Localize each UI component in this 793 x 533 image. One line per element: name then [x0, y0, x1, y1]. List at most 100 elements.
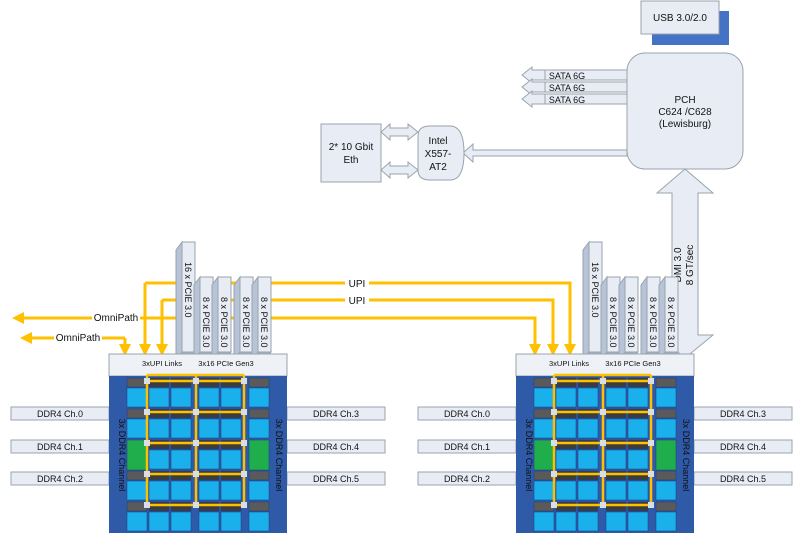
cache-slice: [577, 377, 599, 388]
cpu-core: [555, 511, 577, 532]
cpu-core: [220, 418, 242, 439]
cache-slice: [148, 501, 170, 512]
cpu-core: [126, 418, 148, 439]
cpu-core: [577, 418, 599, 439]
cpu-core: [605, 480, 627, 501]
cache-slice: [555, 439, 577, 450]
cache-slice: [555, 377, 577, 388]
sata-label: SATA 6G: [549, 71, 585, 81]
cache-slice: [655, 501, 677, 512]
upi-label-bg: [345, 294, 369, 305]
ddr-channel-label: DDR4 Ch.5: [720, 474, 766, 484]
mesh-stop: [648, 502, 654, 508]
cpu-core: [198, 511, 220, 532]
mesh-stop: [193, 471, 199, 477]
pch-title: PCH: [674, 95, 695, 106]
cache-slice: [170, 501, 192, 512]
cache-slice: [220, 470, 242, 481]
mesh-stop: [193, 502, 199, 508]
cache-slice: [220, 377, 242, 388]
nic-block: Intel X557- AT2: [417, 125, 465, 181]
pcie-slot-side: [175, 240, 183, 362]
ddr-side-label: 3x DDR4 Channel: [274, 419, 284, 492]
upi-label: UPI: [349, 279, 366, 290]
mesh-stop: [193, 440, 199, 446]
ddr-channel-label: DDR4 Ch.4: [313, 442, 359, 452]
mesh-stop: [144, 409, 150, 415]
cpu-core: [533, 418, 555, 439]
cpu-core: [148, 480, 170, 501]
cpu-core: [148, 511, 170, 532]
pcie-gen3-label: 3x16 PCIe Gen3: [198, 359, 253, 368]
mesh-stop: [600, 409, 606, 415]
mesh-stop: [144, 471, 150, 477]
cache-slice: [220, 408, 242, 419]
mesh-stop: [144, 440, 150, 446]
cache-slice: [627, 377, 649, 388]
cache-slice: [605, 439, 627, 450]
pcie-slot-label: 8 x PCIE 3.0: [626, 297, 636, 348]
cache-slice: [170, 408, 192, 419]
ddr-channel-label: DDR4 Ch.0: [444, 409, 490, 419]
cache-slice: [555, 501, 577, 512]
mesh-stop: [551, 409, 557, 415]
omnipath-label-bg: [54, 332, 102, 343]
pcie-slot-side: [640, 275, 648, 362]
pcie-slot: 8 x PCIE 3.0: [193, 275, 214, 362]
pcie-slot: 16 x PCIE 3.0: [175, 240, 196, 362]
mesh-stop: [600, 378, 606, 384]
upi-label-bg: [345, 277, 369, 288]
cpu-core: [248, 387, 270, 408]
eth-nic-link: [380, 122, 419, 142]
cpu-core: [655, 418, 677, 439]
cache-slice: [198, 439, 220, 450]
cpu-core: [148, 418, 170, 439]
cache-slice: [655, 470, 677, 481]
cpu-core: [577, 387, 599, 408]
ddr-channel-label: DDR4 Ch.1: [37, 442, 83, 452]
cache-slice: [577, 501, 599, 512]
pcie-slot: 8 x PCIE 3.0: [618, 275, 639, 362]
mesh-stop: [600, 440, 606, 446]
pcie-slot-label: 8 x PCIE 3.0: [648, 297, 658, 348]
cpu-core: [248, 480, 270, 501]
cache-slice: [577, 470, 599, 481]
pcie-gen3-label: 3x16 PCIe Gen3: [605, 359, 660, 368]
pch-codename: (Lewisburg): [659, 119, 711, 130]
pcie-slot-side: [251, 275, 259, 362]
cache-slice: [627, 501, 649, 512]
sata-ports: SATA 6G SATA 6G SATA 6G: [521, 65, 628, 109]
cache-slice: [627, 470, 649, 481]
cpu-core: [170, 387, 192, 408]
pcie-slot-side: [193, 275, 201, 362]
ddr-channel-label: DDR4 Ch.5: [313, 474, 359, 484]
mesh-stop: [241, 471, 247, 477]
omnipath-label: OmniPath: [56, 333, 100, 344]
cache-slice: [170, 439, 192, 450]
eth-line2: Eth: [343, 155, 358, 166]
cpu-core: [170, 449, 192, 470]
pcie-slot-side: [233, 275, 241, 362]
mesh-stop: [241, 409, 247, 415]
pcie-slot-label: 8 x PCIE 3.0: [666, 297, 676, 348]
omnipath-label: OmniPath: [94, 313, 138, 324]
usb-label: USB 3.0/2.0: [653, 13, 707, 24]
mesh-stop: [648, 440, 654, 446]
cpu-core: [126, 480, 148, 501]
cache-slice: [655, 377, 677, 388]
pcie-slot: 8 x PCIE 3.0: [251, 275, 272, 362]
cpu-core: [577, 511, 599, 532]
mesh-stop: [600, 502, 606, 508]
usb-block: USB 3.0/2.0: [640, 0, 729, 45]
eth-nic-link: [380, 160, 419, 180]
mesh-stop: [193, 378, 199, 384]
pcie-slot-label: 8 x PCIE 3.0: [608, 297, 618, 348]
cpu-core: [126, 511, 148, 532]
cpu-core: [220, 480, 242, 501]
pcie-slot: 8 x PCIE 3.0: [211, 275, 232, 362]
mesh-stop: [551, 471, 557, 477]
mesh-stop: [648, 471, 654, 477]
cpu-core: [555, 418, 577, 439]
pcie-slot-label: 16 x PCIE 3.0: [183, 262, 193, 318]
